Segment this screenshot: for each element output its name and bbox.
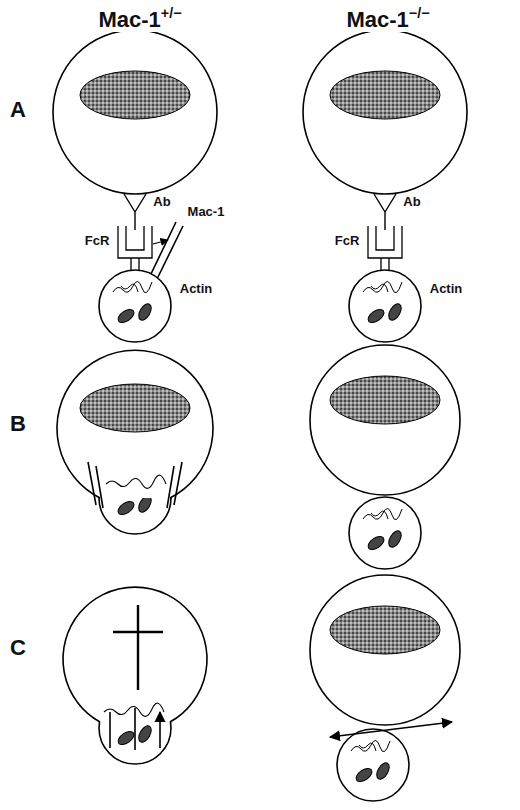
part-label: Mac-1 [186, 205, 227, 219]
antibody [124, 194, 146, 230]
actin [106, 475, 166, 488]
panel-letter: A [8, 98, 28, 122]
target-particle [349, 497, 421, 569]
nucleus [330, 606, 440, 654]
dying-macrophage-cell [63, 587, 207, 722]
cell-membrane [310, 575, 460, 725]
part-label: Ab [401, 195, 422, 209]
target-particle [99, 270, 171, 342]
part-label: Actin [428, 282, 465, 296]
fc-receptor [368, 226, 402, 270]
macrophage-cell [57, 350, 213, 498]
mac-1-integrin [88, 462, 182, 508]
part-label: Ab [151, 195, 172, 209]
nucleus [330, 376, 440, 424]
cell-membrane [303, 30, 467, 194]
target-particle [337, 729, 409, 801]
macrophage-cell [53, 30, 217, 194]
cell-membrane [53, 30, 217, 194]
actin [104, 703, 164, 716]
association-arrow [153, 240, 168, 244]
part-label: FcR [83, 234, 112, 248]
signal-arrow [110, 708, 160, 750]
macrophage-cell [310, 575, 460, 725]
nucleus [330, 71, 440, 119]
antibody [374, 194, 396, 230]
panel-letter: B [8, 412, 28, 436]
fc-receptor [118, 226, 152, 270]
column-header: Mac-1−/− [344, 8, 431, 32]
panel-letter: C [8, 636, 28, 660]
column-header: Mac-1+/− [96, 8, 183, 32]
target-particle [349, 270, 421, 342]
mac-1-integrin [150, 222, 183, 279]
cell-membrane [57, 350, 213, 498]
part-label: FcR [333, 234, 362, 248]
death-cross [113, 605, 163, 690]
cell-membrane [63, 587, 207, 722]
release-arrow [330, 722, 452, 737]
macrophage-cell [303, 30, 467, 194]
part-label: Actin [178, 282, 215, 296]
nucleus [80, 384, 190, 432]
nucleus [80, 71, 190, 119]
cell-membrane [310, 345, 460, 495]
macrophage-cell [310, 345, 460, 495]
